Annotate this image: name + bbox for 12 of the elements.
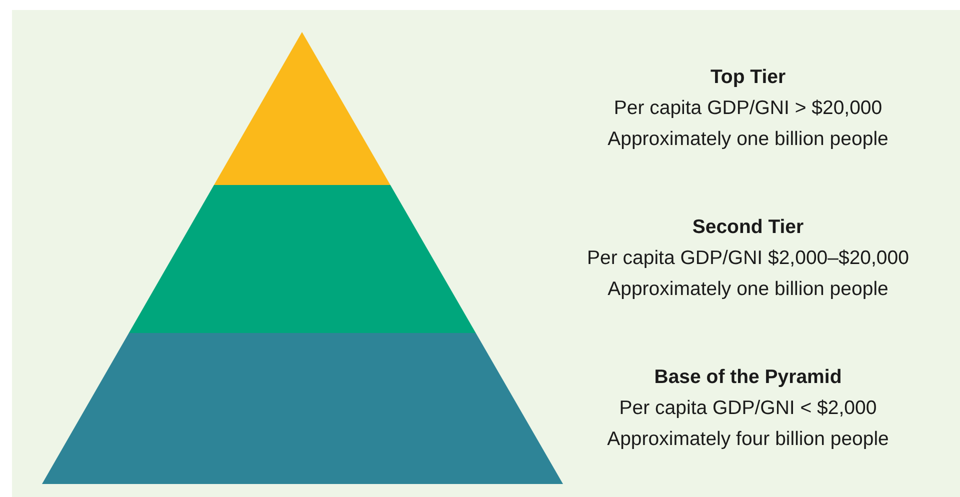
tier-description: Per capita GDP/GNI < $2,000: [619, 396, 877, 421]
pyramid-tier: [214, 32, 390, 185]
tier-heading: Second Tier: [692, 215, 804, 240]
tier-description: Approximately four billion people: [607, 427, 889, 452]
tier-description: Per capita GDP/GNI > $20,000: [614, 96, 882, 121]
pyramid-tier: [128, 185, 476, 333]
tier-description: Approximately one billion people: [608, 127, 888, 152]
pyramid-tier: [42, 333, 563, 484]
tier-heading: Top Tier: [710, 65, 786, 90]
tier-heading: Base of the Pyramid: [654, 365, 842, 390]
tier-description: Per capita GDP/GNI $2,000–$20,000: [587, 246, 909, 271]
tier-description: Approximately one billion people: [608, 277, 888, 302]
